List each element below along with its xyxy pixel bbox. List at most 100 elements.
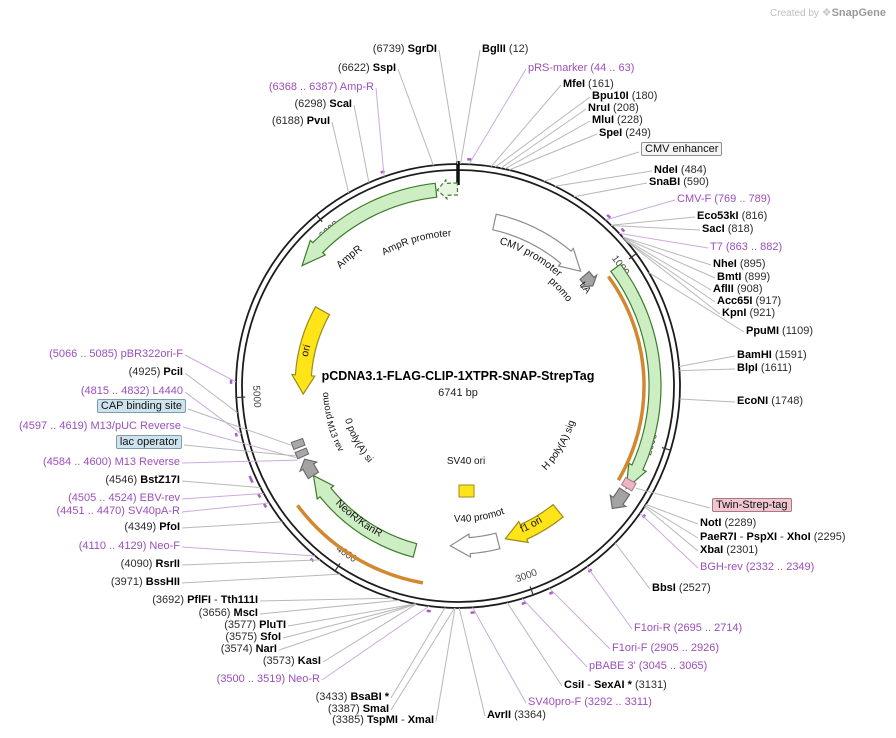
site-label-csii-sexai-3131[interactable]: CsiI - SexAI * (3131) <box>564 679 667 692</box>
primer-label-5066-5085-pbr322ori-f[interactable]: (5066 .. 5085) pBR322ori-F <box>49 348 183 361</box>
primer-mark-amp-r[interactable] <box>380 170 385 174</box>
ampr-arrow[interactable] <box>301 182 438 267</box>
site-label-ndei-484[interactable]: NdeI (484) <box>654 164 707 177</box>
primer-label-pbabe-3-3045-3065[interactable]: pBABE 3' (3045 .. 3065) <box>589 660 707 673</box>
primer-label-4110-4129-neo-f[interactable]: (4110 .. 4129) Neo-F <box>79 540 180 553</box>
site-label-6622-sspi[interactable]: (6622) SspI <box>338 62 396 75</box>
site-label-4349-pfoi[interactable]: (4349) PfoI <box>124 521 180 534</box>
primer-label-f1ori-r-2695-2714[interactable]: F1ori-R (2695 .. 2714) <box>634 622 742 635</box>
primer-label-cmv-f-769-789[interactable]: CMV-F (769 .. 789) <box>677 193 771 206</box>
site-label-noti-2289[interactable]: NotI (2289) <box>700 517 756 530</box>
callout-line <box>605 199 676 221</box>
label-text: (3500 .. 3519) Neo-R <box>216 673 320 685</box>
site-label-3385-tspmi-xmai[interactable]: (3385) TspMI - XmaI <box>332 714 434 727</box>
bgh-polya-arrow[interactable] <box>609 487 631 510</box>
primer-label-4584-4600-m13-reverse[interactable]: (4584 .. 4600) M13 Reverse <box>43 456 180 469</box>
lac-operator-feature[interactable] <box>294 447 310 460</box>
site-label-nhei-895[interactable]: NheI (895) <box>713 258 766 271</box>
primer-label-4597-4619-m13-puc-reverse[interactable]: (4597 .. 4619) M13/pUC Reverse <box>19 420 181 433</box>
clip-tpr-snap-gene-arrow[interactable] <box>609 263 662 490</box>
site-label-bbsi-2527[interactable]: BbsI (2527) <box>652 582 711 595</box>
primer-label-t7-863-882[interactable]: T7 (863 .. 882) <box>710 241 782 254</box>
primer-label-4815-4832-l4440[interactable]: (4815 .. 4832) L4440 <box>81 385 183 398</box>
f1-ori-arrow[interactable] <box>504 503 564 544</box>
site-label-3574-nari[interactable]: (3574) NarI <box>221 643 277 656</box>
primer-label-f1ori-f-2905-2926[interactable]: F1ori-F (2905 .. 2926) <box>612 642 719 655</box>
site-label-nrui-208[interactable]: NruI (208) <box>588 102 639 115</box>
label-text: KpnI <box>722 307 747 319</box>
site-label-3577-pluti[interactable]: (3577) PluTI <box>224 619 286 632</box>
site-label-kpni-921[interactable]: KpnI (921) <box>722 307 775 320</box>
ori-arrow[interactable] <box>290 305 331 396</box>
primer-mark-neo-r[interactable] <box>426 609 431 613</box>
primer-label-4451-4470-sv40pa-r[interactable]: (4451 .. 4470) SV40pA-R <box>56 505 180 518</box>
site-label-avrii-3364[interactable]: AvrII (3364) <box>487 709 546 722</box>
label-text: XmaI <box>407 714 434 726</box>
sv40-promoter-arrow[interactable] <box>449 532 501 559</box>
site-label-3387-smai[interactable]: (3387) SmaI <box>328 703 389 716</box>
site-label-paer7i-pspxi-xhoi-2295[interactable]: PaeR7I - PspXI - XhoI (2295) <box>700 531 846 544</box>
site-label-bmti-899[interactable]: BmtI (899) <box>717 271 770 284</box>
neor-kanr-arrow[interactable] <box>312 474 418 558</box>
primer-mark-bgh-rev[interactable] <box>641 513 647 519</box>
site-label-4925-pcii[interactable]: (4925) PciI <box>129 366 183 379</box>
primer-label-sv40pro-f-3292-3311[interactable]: SV40pro-F (3292 .. 3311) <box>528 696 652 709</box>
site-label-6739-sgrdi[interactable]: (6739) SgrDI <box>373 43 437 56</box>
primer-mark-ebv-rev[interactable] <box>257 493 262 499</box>
site-label-4090-rsrii[interactable]: (4090) RsrII <box>121 558 180 571</box>
site-label-3692-pflfi-tth111i[interactable]: (3692) PflFI - Tth111I <box>152 594 258 607</box>
site-label-3573-kasi[interactable]: (3573) KasI <box>263 655 321 668</box>
site-label-ppumi-1109[interactable]: PpuMI (1109) <box>746 325 813 338</box>
twin-strep-tag-feature[interactable] <box>620 476 637 492</box>
label-text: - <box>210 594 221 606</box>
callout-line <box>375 87 385 177</box>
site-label-6188-pvui[interactable]: (6188) PvuI <box>272 115 330 128</box>
label-text: PvuI <box>306 115 330 127</box>
primer-mark-m13-puc-reverse[interactable] <box>248 475 253 481</box>
cmv-promoter-arrow[interactable] <box>492 213 582 273</box>
orf-arc-bottom-left[interactable] <box>296 504 424 585</box>
primer-mark-sv40pa-r[interactable] <box>262 503 268 508</box>
primer-label-bgh-rev-2332-2349[interactable]: BGH-rev (2332 .. 2349) <box>700 561 814 574</box>
ampr-promoter-arrow[interactable] <box>436 178 459 201</box>
primer-label-6368-6387-amp-r[interactable]: (6368 .. 6387) Amp-R <box>269 81 374 94</box>
site-label-eco53ki-816[interactable]: Eco53kI (816) <box>697 210 767 223</box>
site-label-aflii-908[interactable]: AflII (908) <box>713 283 763 296</box>
sv40-polya-arrow[interactable] <box>298 458 320 480</box>
primer-label-4505-4524-ebv-rev[interactable]: (4505 .. 4524) EBV-rev <box>68 492 180 505</box>
site-label-twin-strep-tag[interactable]: Twin-Strep-tag <box>712 498 792 512</box>
primer-mark-pbabe-3prime[interactable] <box>521 601 527 606</box>
site-label-acc65i-917[interactable]: Acc65I (917) <box>717 295 781 308</box>
site-label-3433-bsabi[interactable]: (3433) BsaBI * <box>316 691 389 704</box>
primer-mark-t7[interactable] <box>620 227 626 233</box>
site-label-4546-bstz17i[interactable]: (4546) BstZ17I <box>105 474 180 487</box>
sv40-ori-box[interactable] <box>458 484 475 498</box>
site-label-lac-operator[interactable]: lac operator <box>115 435 182 449</box>
cap-binding-site-feature[interactable] <box>290 437 306 451</box>
site-label-econi-1748[interactable]: EcoNI (1748) <box>737 395 803 408</box>
primer-mark-cmv-f[interactable] <box>606 213 612 219</box>
primer-mark-l4440[interactable] <box>234 432 238 437</box>
site-label-bamhi-1591[interactable]: BamHI (1591) <box>737 349 807 362</box>
site-label-saci-818[interactable]: SacI (818) <box>702 223 753 236</box>
site-label-xbai-2301[interactable]: XbaI (2301) <box>700 544 758 557</box>
site-label-mlui-228[interactable]: MluI (228) <box>592 114 643 127</box>
site-label-3971-bsshii[interactable]: (3971) BssHII <box>111 576 180 589</box>
site-label-6298-scai[interactable]: (6298) ScaI <box>295 98 353 111</box>
orf-arc-right[interactable] <box>606 275 646 482</box>
site-label-cap-binding-site[interactable]: CAP binding site <box>96 399 186 413</box>
site-label-mfei-161[interactable]: MfeI (161) <box>563 78 614 91</box>
primer-label-prs-marker-44-63[interactable]: pRS-marker (44 .. 63) <box>528 62 634 75</box>
site-label-blpi-1611[interactable]: BlpI (1611) <box>737 362 792 375</box>
site-label-3656-msci[interactable]: (3656) MscI <box>199 607 258 620</box>
primer-label-3500-3519-neo-r[interactable]: (3500 .. 3519) Neo-R <box>217 673 320 686</box>
site-label-spei-249[interactable]: SpeI (249) <box>599 127 651 140</box>
flag-arrow[interactable] <box>579 270 598 288</box>
site-label-3575-sfoi[interactable]: (3575) SfoI <box>225 631 281 644</box>
site-label-snabi-590[interactable]: SnaBI (590) <box>649 176 709 189</box>
label-text: SfoI <box>260 631 281 643</box>
site-label-bglii-12[interactable]: BglII (12) <box>482 43 528 56</box>
site-label-cmv-enhancer[interactable]: CMV enhancer <box>641 142 723 156</box>
site-label-bpu10i-180[interactable]: Bpu10I (180) <box>592 90 657 103</box>
